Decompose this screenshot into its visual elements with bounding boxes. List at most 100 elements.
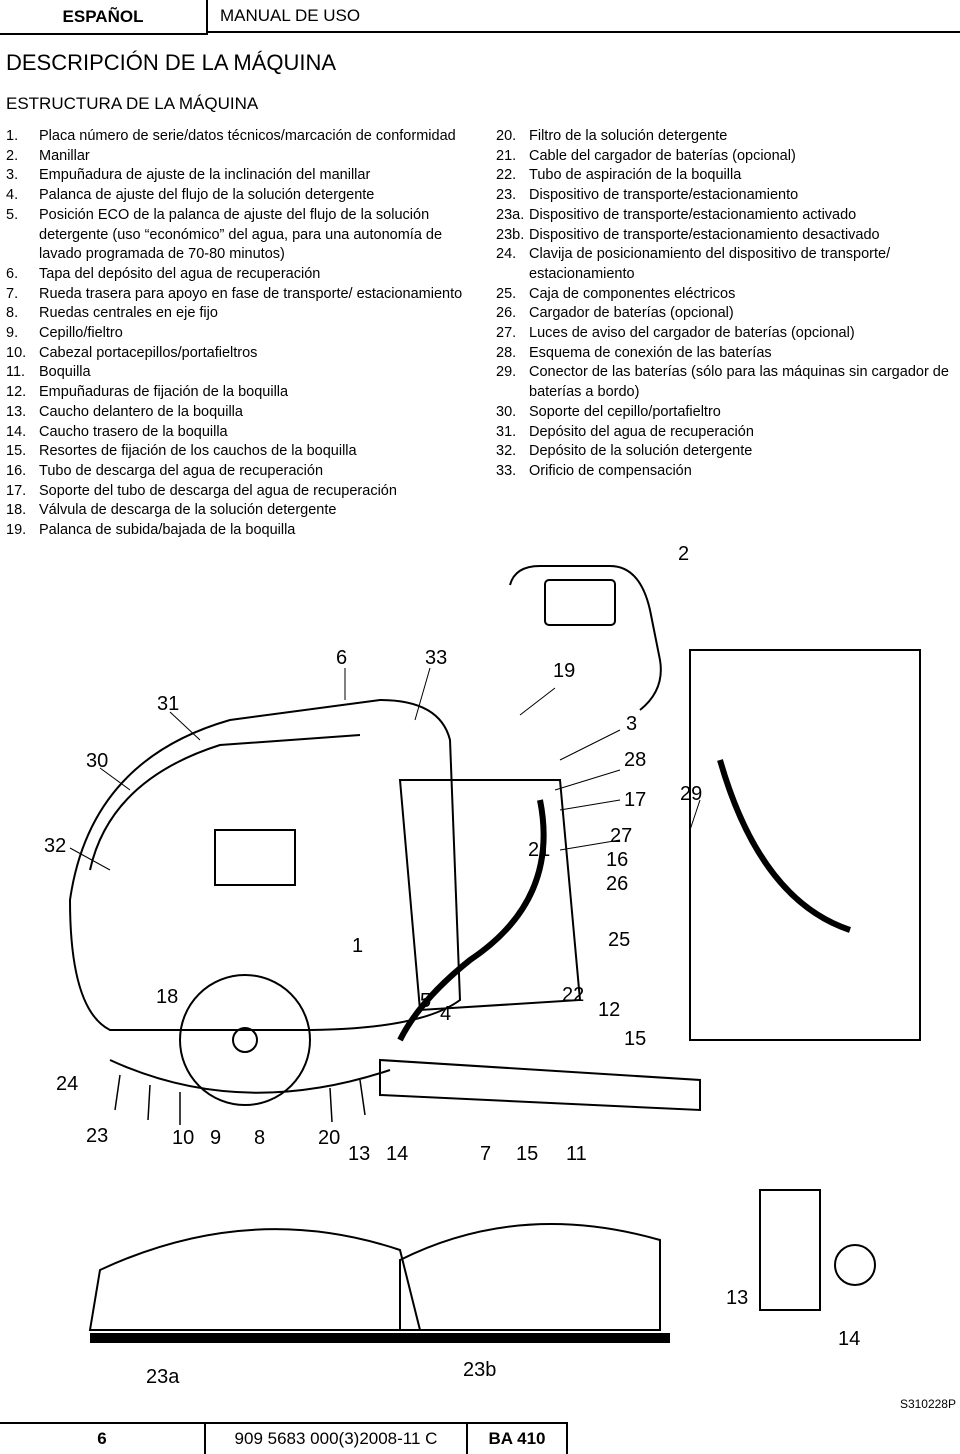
- part-item: 27. Luces de aviso del cargador de baterí…: [496, 324, 956, 344]
- part-description: Caucho trasero de la boquilla: [39, 423, 228, 440]
- part-item: 13. Caucho delantero de la boquilla: [6, 403, 466, 423]
- callout-3: 3: [626, 713, 637, 735]
- part-item: 31.Depósito del agua de recuperación: [496, 423, 956, 443]
- part-number: 8.: [6, 305, 19, 322]
- footer-page-number: 6: [0, 1422, 206, 1454]
- part-number: 13.: [6, 403, 27, 420]
- machine-diagram: 2 6 33 19 31 3 30 28 17 29 27 32 21 16 2…: [44, 543, 921, 1388]
- footer-model: BA 410: [468, 1422, 568, 1454]
- callout-32: 32: [44, 835, 66, 857]
- callout-24: 24: [56, 1073, 78, 1095]
- tank-window-drawing: [214, 829, 296, 886]
- part-description: Orificio de compensación: [529, 462, 692, 479]
- part-description: Esquema de conexión de las baterías: [529, 344, 772, 361]
- callout-27: 27: [610, 825, 632, 847]
- part-number: 22.: [496, 167, 517, 184]
- tank-body-drawing: [68, 698, 462, 1031]
- callout-25: 25: [608, 929, 630, 951]
- part-item: 30.Soporte del cepillo/portafieltro: [496, 403, 956, 423]
- part-description: Caucho delantero de la boquilla: [39, 403, 243, 420]
- callout-15: 15: [624, 1028, 646, 1050]
- parts-list-right: 20. Filtro de la solución detergente 21.Ca…: [496, 127, 956, 482]
- figure-code: S310228P: [899, 1397, 956, 1411]
- part-item: 10.Cabezal portacepillos/portafieltros: [6, 344, 466, 364]
- callout-8: 8: [254, 1127, 265, 1149]
- part-description: Palanca de subida/bajada de la boquilla: [39, 522, 296, 539]
- part-number: 25.: [496, 285, 517, 302]
- part-item: 32.Depósito de la solución detergente: [496, 442, 956, 462]
- part-number: 27.: [496, 325, 517, 342]
- part-description: Tapa del depósito del agua de recuperaci…: [39, 265, 321, 282]
- part-description: Conector de las baterías (sólo para las …: [529, 364, 949, 401]
- part-number: 24.: [496, 246, 517, 263]
- part-description: Empuñadura de ajuste de la inclinación d…: [39, 167, 371, 184]
- part-description: Clavija de posicionamiento del dispositi…: [529, 246, 891, 282]
- callout-1: 1: [352, 935, 363, 957]
- part-number: 2.: [6, 147, 19, 164]
- part-number: 17.: [6, 482, 27, 499]
- part-number: 30.: [496, 403, 517, 420]
- part-item: 2. Manillar: [6, 147, 466, 167]
- section-title: DESCRIPCIÓN DE LA MÁQUINA: [6, 50, 337, 75]
- callout-2: 2: [678, 543, 689, 565]
- callout-21: 21: [528, 839, 550, 861]
- hose-drawing: [397, 799, 547, 1042]
- callout-23: 23: [86, 1125, 108, 1147]
- part-description: Empuñaduras de fijación de la boquilla: [39, 384, 289, 401]
- part-number: 4.: [6, 187, 19, 204]
- part-description: Cargador de baterías (opcional): [529, 305, 734, 322]
- control-panel-drawing: [544, 579, 616, 626]
- part-number: 6.: [6, 265, 19, 282]
- part-item: 29.Conector de las baterías (sólo para l…: [496, 363, 956, 402]
- part-item: 26. Cargador de baterías (opcional): [496, 304, 956, 324]
- part-description: Dispositivo de transporte/estacionamient…: [529, 187, 799, 204]
- callout-19: 19: [553, 660, 575, 682]
- part-description: Manillar: [39, 147, 90, 164]
- part-number: 9.: [6, 325, 19, 342]
- part-item: 7.Rueda trasera para apoyo en fase de tr…: [6, 285, 466, 305]
- part-item: 3.Empuñadura de ajuste de la inclinación…: [6, 166, 466, 186]
- callout-12: 12: [598, 999, 620, 1021]
- part-description: Boquilla: [39, 364, 91, 381]
- part-item: 23a.Dispositivo de transporte/estacionam…: [496, 206, 956, 226]
- callout-18: 18: [156, 986, 178, 1008]
- part-number: 26.: [496, 305, 517, 322]
- callout-10: 10: [172, 1127, 194, 1149]
- part-description: Tubo de descarga del agua de recuperació…: [39, 462, 324, 479]
- part-number: 18.: [6, 502, 27, 519]
- part-number: 14.: [6, 423, 27, 440]
- part-description: Válvula de descarga de la solución deter…: [39, 502, 337, 519]
- part-item: 17. Soporte del tubo de descarga del agua…: [6, 482, 466, 502]
- part-number: 28.: [496, 344, 517, 361]
- part-description: Filtro de la solución detergente: [529, 128, 728, 144]
- part-item: 33. Orificio de compensación: [496, 462, 956, 482]
- callout-9: 9: [210, 1127, 221, 1149]
- part-item: 24. Clavija de posicionamiento del dispos…: [496, 245, 956, 284]
- part-item: 20. Filtro de la solución detergente: [496, 127, 956, 147]
- part-number: 31.: [496, 423, 517, 440]
- part-description: Cable del cargador de baterías (opcional…: [529, 147, 796, 164]
- part-item: 19. Palanca de subida/bajada de la boquil…: [6, 521, 466, 541]
- part-item: 4.Palanca de ajuste del flujo de la solu…: [6, 186, 466, 206]
- part-item: 18. Válvula de descarga de la solución de…: [6, 501, 466, 521]
- part-item: 9.Cepillo/fieltro: [6, 324, 466, 344]
- callout-4: 4: [440, 1003, 451, 1025]
- part-number: 19.: [6, 522, 27, 539]
- part-number: 20.: [496, 128, 517, 144]
- part-description: Caja de componentes eléctricos: [529, 285, 736, 302]
- part-description: Luces de aviso del cargador de baterías …: [529, 325, 855, 342]
- callout-6: 6: [336, 647, 347, 669]
- footer-doc-number: 909 5683 000(3)2008-11 C: [206, 1422, 468, 1454]
- part-number: 15.: [6, 443, 27, 460]
- part-number: 23a.: [496, 206, 525, 223]
- part-number: 33.: [496, 462, 517, 479]
- handlebar-drawing: [509, 565, 662, 711]
- detail-squeegee-drawing: [759, 1189, 821, 1311]
- part-item: 21.Cable del cargador de baterías (opcio…: [496, 147, 956, 167]
- callout-29: 29: [680, 783, 702, 805]
- callout-14b: 14: [838, 1328, 860, 1350]
- part-number: 5.: [6, 206, 19, 223]
- callout-13b: 13: [726, 1287, 748, 1309]
- part-number: 32.: [496, 443, 517, 460]
- part-description: Soporte del tubo de descarga del agua de…: [39, 482, 397, 499]
